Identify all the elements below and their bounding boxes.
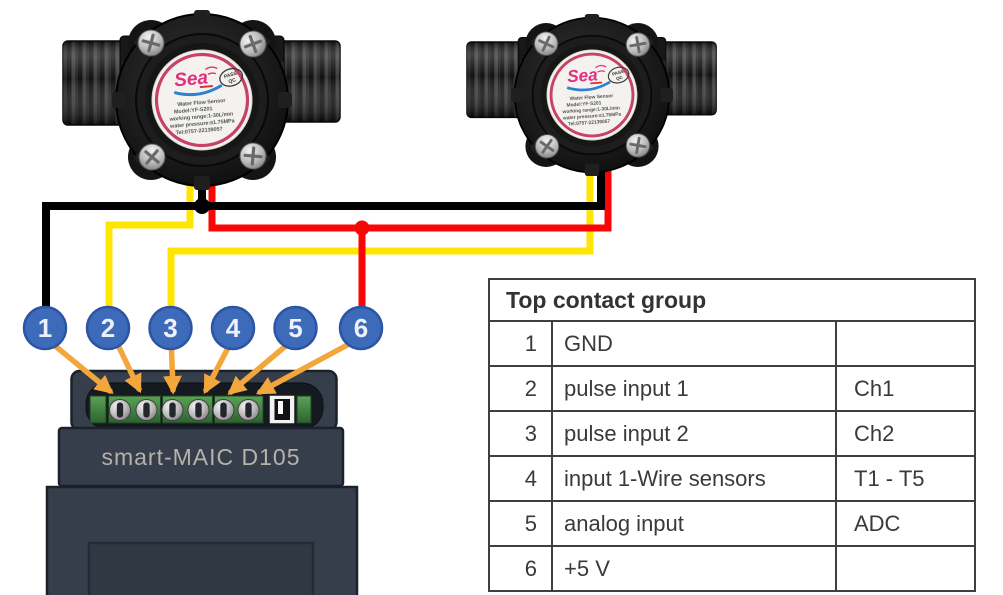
- contact-row: 4 input 1-Wire sensors T1 - T5: [488, 455, 977, 502]
- pin-desc-cell: input 1-Wire sensors: [551, 455, 837, 502]
- terminal-connector: [268, 394, 296, 425]
- svg-text:QC: QC: [615, 74, 624, 81]
- table-header-row: Top contact group: [487, 278, 977, 322]
- sensor-label: Sea PASS QC Water Flow Sensor Model:YF-S…: [151, 49, 253, 151]
- pin-number-cell: 5: [488, 500, 553, 547]
- terminal-screw-1: [109, 399, 131, 421]
- pin-tag-cell: Ch1: [834, 365, 977, 412]
- pin-desc-cell: +5 V: [551, 545, 837, 592]
- pin-tag-cell: T1 - T5: [834, 455, 977, 502]
- sensor-brand: Sea: [173, 67, 209, 91]
- contact-row: 1 GND: [488, 320, 977, 367]
- flow-sensor-1: Sea PASS QC Water Flow Sensor Model:YF-S…: [62, 10, 341, 190]
- svg-text:Model:YF-S201: Model:YF-S201: [566, 100, 601, 108]
- wires: [42, 163, 612, 312]
- pin-tag-cell: Ch2: [834, 410, 977, 457]
- svg-text:Model:YF-S201: Model:YF-S201: [174, 106, 213, 115]
- contact-row: 2 pulse input 1 Ch1: [488, 365, 977, 412]
- wire-junction-red: [354, 220, 370, 236]
- pin-number-cell: 1: [488, 320, 553, 367]
- pin-marker-2: 2: [85, 305, 131, 351]
- pin-marker-5: 5: [273, 305, 318, 351]
- pin-desc-cell: GND: [551, 320, 837, 367]
- terminal-screw-3: [161, 399, 184, 421]
- arrow-pin-6: [255, 340, 354, 395]
- svg-text:Water Flow Sensor: Water Flow Sensor: [177, 98, 227, 108]
- terminal-screw-4: [187, 399, 210, 421]
- brand-underline: [590, 81, 603, 85]
- brand-antenna-icon: [595, 64, 607, 73]
- pin-tag-cell: ADC: [834, 500, 977, 547]
- pin-arrows: [51, 340, 354, 396]
- pin-tag-cell: [834, 320, 977, 367]
- svg-text:4: 4: [226, 313, 241, 343]
- contact-table: Top contact group 1 GND 2 pulse input 1 …: [487, 278, 977, 592]
- svg-text:3: 3: [163, 313, 177, 343]
- svg-text:water pressure:≤1.75MPa: water pressure:≤1.75MPa: [562, 112, 622, 122]
- brand-swoosh-icon: [566, 80, 611, 92]
- terminal-screws: [109, 399, 260, 421]
- pin-marker-1: 1: [22, 305, 68, 351]
- sensor-label: Sea PASS QC Water Flow Sensor Model:YF-S…: [546, 49, 638, 141]
- svg-text:6: 6: [354, 313, 368, 343]
- device-label: smart-MAIC D105: [101, 444, 300, 470]
- arrow-pin-1: [51, 342, 114, 394]
- pin-tag-cell: [834, 545, 977, 592]
- device-inner-panel: [87, 541, 315, 595]
- contact-row: 5 analog input ADC: [488, 500, 977, 547]
- pin-number-cell: 4: [488, 455, 553, 502]
- pin-marker-6: 6: [338, 305, 384, 351]
- pin-marker-4: 4: [210, 305, 256, 351]
- arrow-pin-2: [114, 340, 142, 394]
- svg-text:Water Flow Sensor: Water Flow Sensor: [570, 93, 614, 102]
- qc-stamp: PASS QC: [219, 67, 244, 87]
- pin-desc-cell: analog input: [551, 500, 837, 547]
- svg-text:Tel:0757-22139057: Tel:0757-22139057: [568, 119, 611, 128]
- wire-red-bus: [208, 163, 612, 232]
- svg-text:water pressure:≤1.75MPa: water pressure:≤1.75MPa: [169, 118, 236, 130]
- pin-number-cell: 3: [488, 410, 553, 457]
- svg-text:PASS: PASS: [223, 70, 238, 80]
- table-title: Top contact group: [487, 278, 977, 322]
- pin-circles: 1 2 3 4 5 6: [22, 305, 384, 351]
- wire-black-bus-to-pin1: [42, 163, 605, 310]
- svg-text:1: 1: [38, 313, 52, 343]
- svg-text:PASS: PASS: [611, 69, 624, 77]
- flow-sensor-2: Sea PASS QC Water Flow Sensor Model:YF-S…: [466, 13, 717, 176]
- sensor-screws: [533, 31, 651, 159]
- wire-yellow-sensor1-to-pin2: [105, 166, 194, 310]
- contact-row: 6 +5 V: [488, 545, 977, 592]
- pin-desc-cell: pulse input 2: [551, 410, 837, 457]
- brand-underline: [199, 85, 213, 89]
- svg-text:working range:1-30L/min: working range:1-30L/min: [561, 105, 620, 115]
- arrow-pin-4: [203, 343, 232, 395]
- svg-text:working range:1-30L/min: working range:1-30L/min: [168, 111, 233, 123]
- arrow-pin-5: [227, 341, 291, 396]
- qc-stamp: PASS QC: [607, 66, 630, 84]
- pin-number-cell: 2: [488, 365, 553, 412]
- terminal-screw-5: [212, 399, 235, 421]
- svg-text:2: 2: [101, 313, 115, 343]
- svg-text:QC: QC: [228, 77, 237, 85]
- svg-text:Tel:0757-22139057: Tel:0757-22139057: [176, 126, 223, 136]
- terminal-screw-6: [237, 399, 260, 421]
- sensor-screws: [137, 29, 267, 171]
- pin-marker-3: 3: [148, 305, 193, 351]
- pin-number-cell: 6: [488, 545, 553, 592]
- brand-antenna-icon: [204, 66, 218, 76]
- d105-device: smart-MAIC D105: [45, 369, 359, 595]
- terminal-screw-2: [135, 399, 158, 421]
- svg-text:5: 5: [288, 313, 302, 343]
- wire-junction-black: [194, 198, 210, 214]
- contact-row: 3 pulse input 2 Ch2: [488, 410, 977, 457]
- arrow-pin-3: [163, 346, 182, 395]
- brand-swoosh-icon: [173, 83, 223, 97]
- sensor-brand: Sea: [567, 65, 599, 86]
- pin-desc-cell: pulse input 1: [551, 365, 837, 412]
